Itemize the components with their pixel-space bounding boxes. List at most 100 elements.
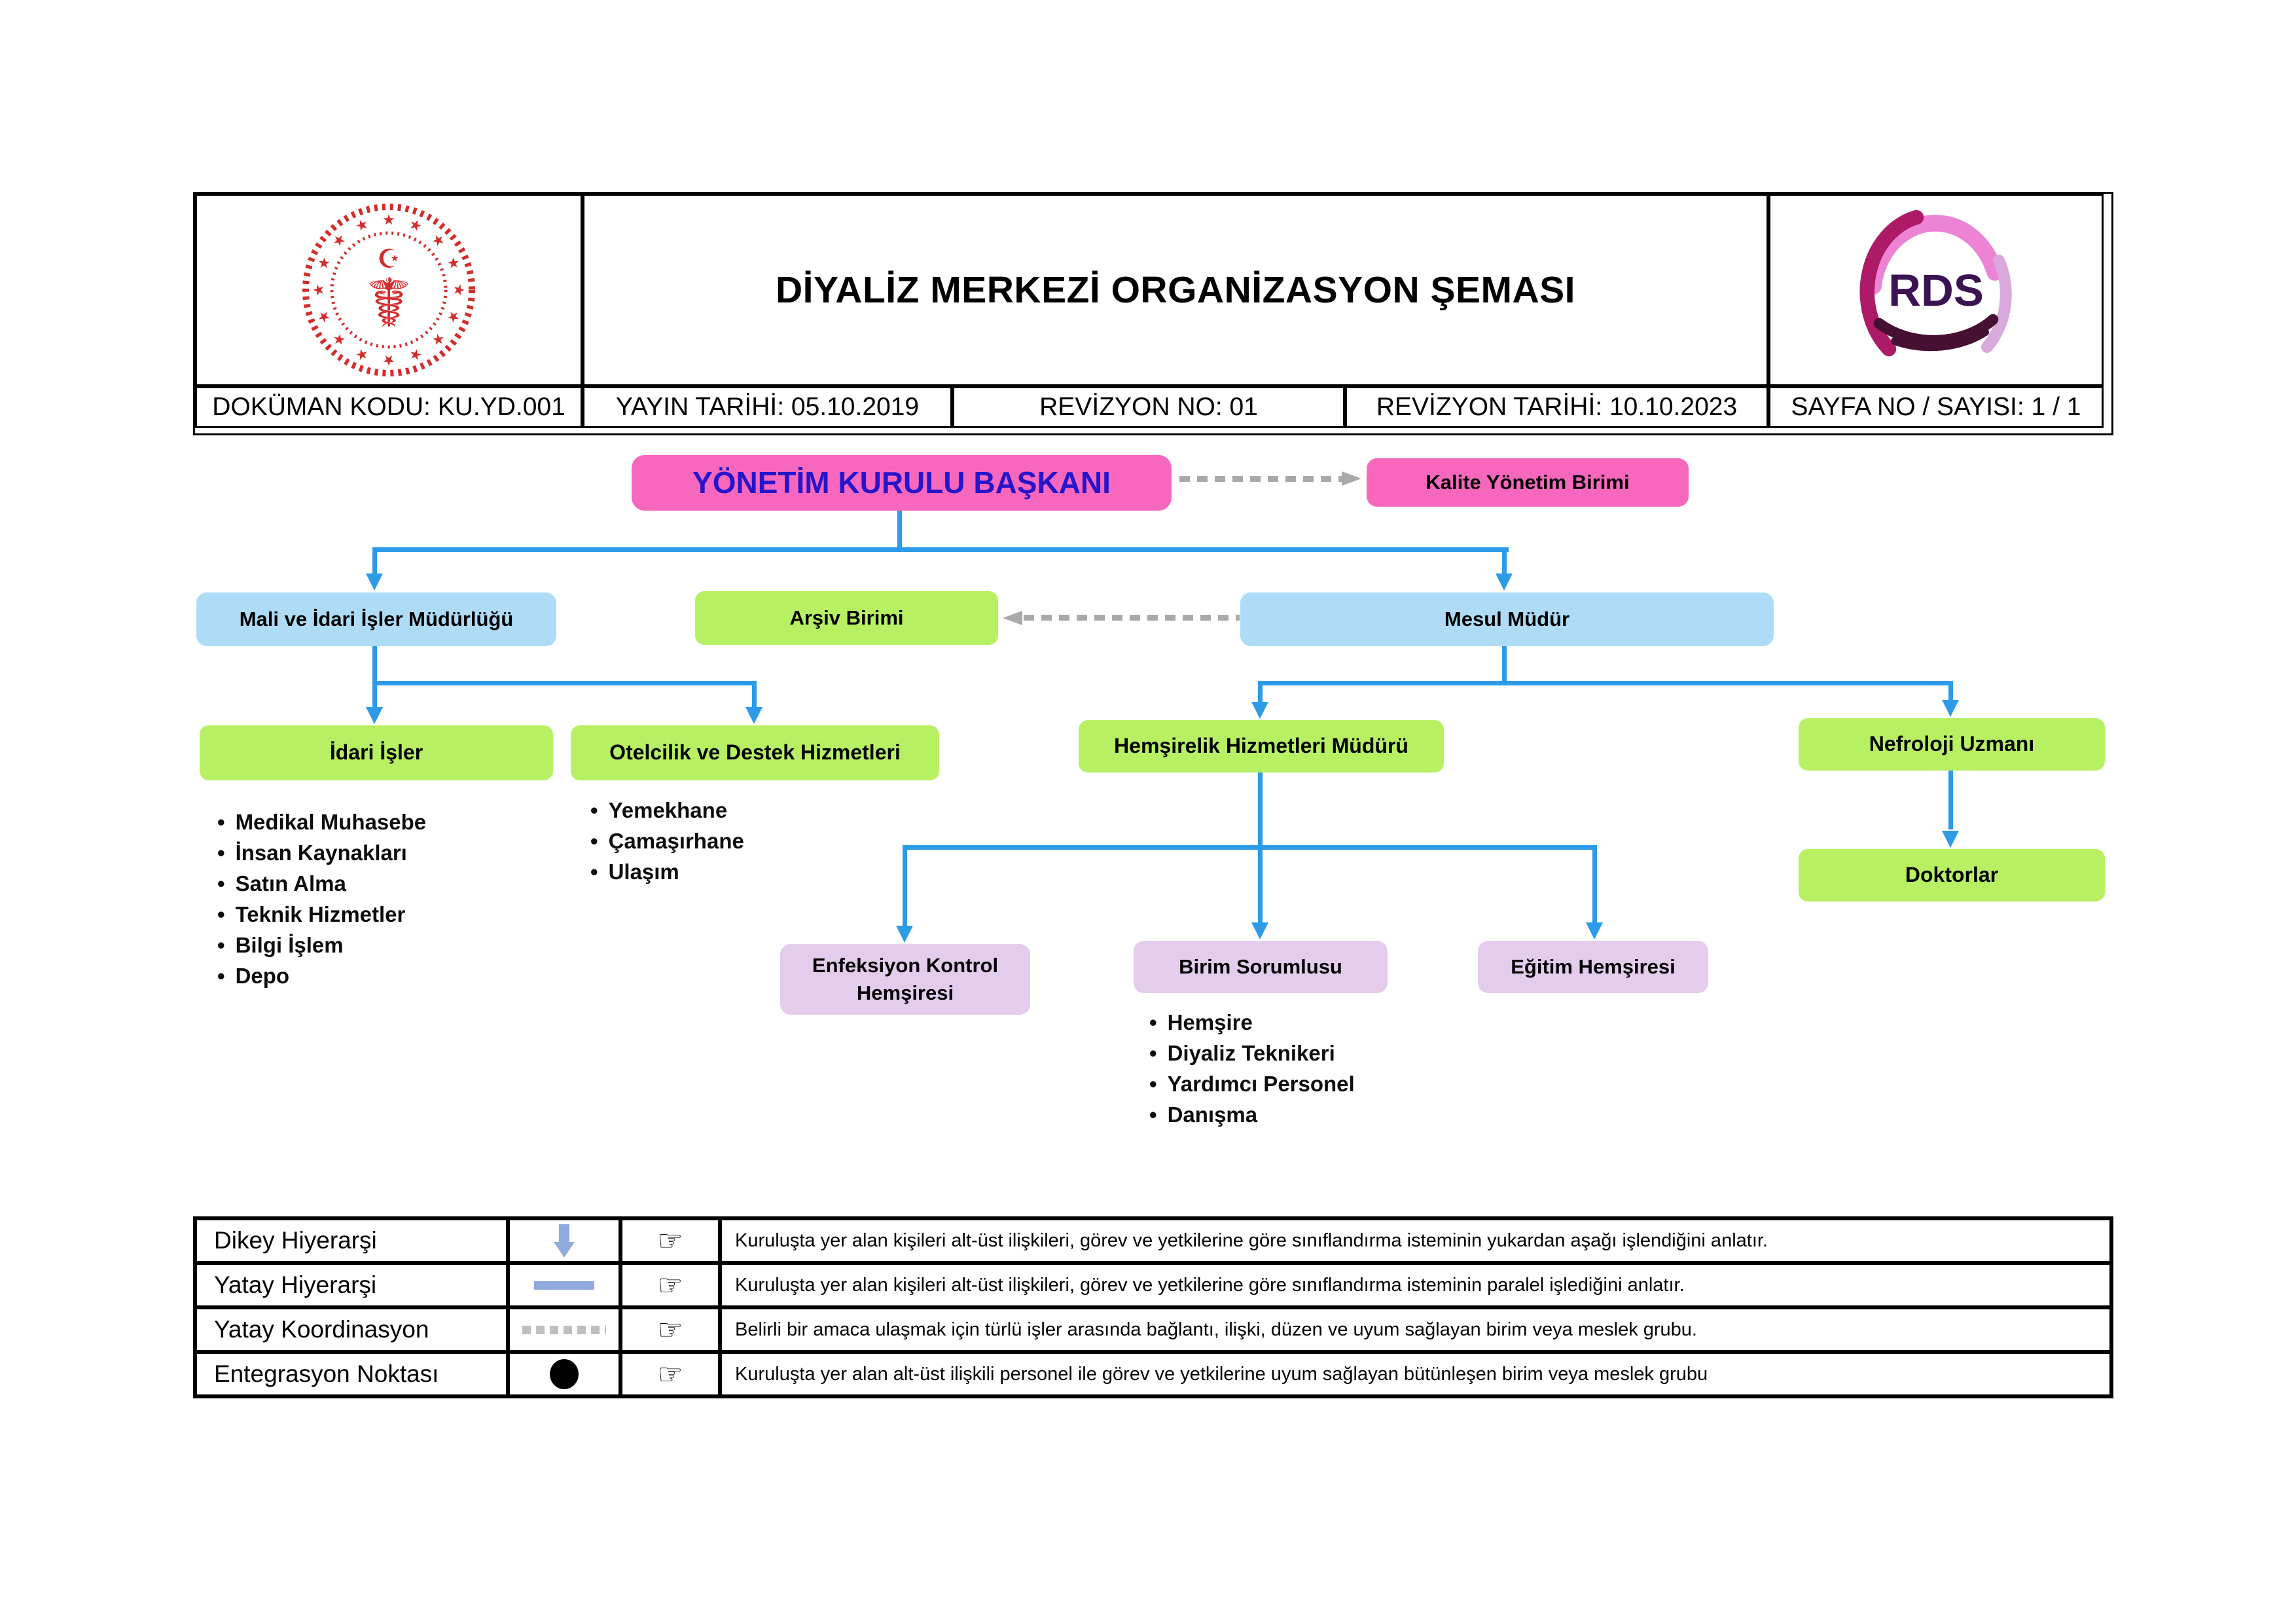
org-node-arsiv-birimi: Arşiv Birimi (695, 591, 998, 645)
list-item: Hemşire (1149, 1007, 1355, 1038)
connector-rail-2 (372, 681, 757, 685)
pointing-hand-icon: ☞ (657, 1357, 683, 1391)
connector-rail-1 (372, 547, 1509, 552)
connector-drop-mali (372, 547, 377, 573)
connector-drop-mesul (1502, 547, 1507, 573)
arrow-down-icon (1586, 922, 1603, 939)
list-item: Danışma (1149, 1099, 1355, 1130)
legend-symbol-cell (508, 1218, 620, 1263)
connector-ykb-stem (897, 511, 902, 550)
list-item: Diyaliz Teknikeri (1149, 1038, 1355, 1068)
horizontal-hierarchy-line-icon (534, 1281, 594, 1290)
svg-text:★: ★ (329, 230, 350, 251)
connector-mesul-stem (1502, 646, 1507, 683)
pointing-hand-icon: ☞ (657, 1268, 683, 1302)
connector-drop-nefroloji (1948, 681, 1953, 700)
connector-rail-3 (1258, 681, 1953, 685)
legend-symbol-cell (508, 1263, 620, 1307)
svg-text:★: ★ (443, 308, 463, 326)
idari-isler-sublist: Medikal Muhasebe İnsan Kaynakları Satın … (217, 807, 427, 991)
birim-sorumlusu-sublist: Hemşire Diyaliz Teknikeri Yardımcı Perso… (1149, 1007, 1355, 1130)
vertical-hierarchy-arrow-icon (554, 1224, 575, 1258)
legend-description: Belirli bir amaca ulaşmak için türlü işl… (720, 1307, 2111, 1352)
svg-text:★: ★ (353, 344, 371, 365)
connector-drop-birim (1258, 845, 1263, 922)
svg-text:★: ★ (314, 254, 334, 272)
list-item: Çamaşırhane (590, 826, 744, 856)
connector-rail-4 (903, 845, 1596, 850)
header-table: ★ ★ ★ ★ ★ ★ ★ ★ ★ ★ ★ ★ ★ ★ ★ ★ ☪ (193, 192, 2113, 435)
list-item: İnsan Kaynakları (217, 837, 426, 868)
org-node-yonetim-kurulu-baskani: YÖNETİM KURULU BAŞKANI (632, 455, 1172, 511)
legend-hand-cell: ☞ (620, 1263, 720, 1307)
rds-logo-cell: RDS (1768, 194, 2104, 386)
org-node-enfeksiyon-kontrol-hemsiresi: Enfeksiyon Kontrol Hemşiresi (780, 944, 1030, 1015)
legend-hand-cell: ☞ (620, 1307, 720, 1352)
list-item: Ulaşım (590, 856, 744, 887)
svg-text:★: ★ (406, 215, 425, 236)
ministry-logo-cell: ★ ★ ★ ★ ★ ★ ★ ★ ★ ★ ★ ★ ★ ★ ★ ★ ☪ (195, 194, 583, 386)
svg-text:★: ★ (314, 308, 334, 326)
svg-text:☪: ☪ (377, 244, 401, 274)
org-node-hemsirelik-hizmetleri-muduru: Hemşirelik Hizmetleri Müdürü (1079, 720, 1444, 773)
legend-table: Dikey Hiyerarşi ☞ Kuruluşta yer alan kiş… (193, 1216, 2113, 1398)
legend-description: Kuruluşta yer alan kişileri alt-üst iliş… (720, 1218, 2111, 1263)
legend-description: Kuruluşta yer alan alt-üst ilişkili pers… (720, 1352, 2111, 1396)
org-node-otelcilik-ve-destek: Otelcilik ve Destek Hizmetleri (571, 725, 939, 780)
org-node-birim-sorumlusu: Birim Sorumlusu (1134, 941, 1388, 993)
dashed-connector-ykb-kalite (1179, 476, 1342, 482)
svg-text:★: ★ (382, 352, 395, 368)
org-node-doktorlar: Doktorlar (1799, 849, 2105, 901)
list-item: Yemekhane (590, 795, 744, 826)
arrow-down-icon (366, 573, 383, 591)
connector-mali-stem (372, 646, 377, 683)
svg-text:★: ★ (353, 215, 371, 236)
pub-date-cell: YAYIN TARİHİ: 05.10.2019 (583, 386, 952, 428)
legend-description: Kuruluşta yer alan kişileri alt-üst iliş… (720, 1263, 2111, 1307)
pointing-hand-icon: ☞ (657, 1313, 683, 1347)
legend-symbol-cell (508, 1307, 620, 1352)
svg-text:★: ★ (382, 212, 395, 228)
org-node-kalite-yonetim-birimi: Kalite Yönetim Birimi (1367, 458, 1689, 507)
svg-text:★: ★ (406, 344, 425, 365)
org-node-mesul-mudur: Mesul Müdür (1240, 592, 1774, 646)
arrow-down-icon (1251, 702, 1268, 719)
org-node-egitim-hemsiresi: Eğitim Hemşiresi (1478, 941, 1708, 993)
connector-drop-idari (372, 681, 377, 707)
arrow-down-icon (745, 707, 762, 724)
connector-drop-enfeksiyon (903, 845, 907, 926)
legend-hand-cell: ☞ (620, 1352, 720, 1396)
doc-code-cell: DOKÜMAN KODU: KU.YD.001 (195, 386, 583, 428)
svg-text:★: ★ (311, 283, 327, 297)
arrow-right-icon (1342, 471, 1361, 486)
legend-label: Entegrasyon Noktası (195, 1352, 508, 1396)
legend-label: Yatay Koordinasyon (195, 1307, 508, 1352)
svg-text:★: ★ (329, 329, 350, 350)
connector-nefroloji-stem (1948, 771, 1953, 829)
arrow-down-icon (1251, 922, 1268, 939)
svg-text:★: ★ (450, 283, 467, 297)
pointing-hand-icon: ☞ (657, 1224, 683, 1258)
svg-text:★: ★ (443, 254, 463, 272)
list-item: Satın Alma (217, 868, 426, 899)
horizontal-coordination-dashed-icon (522, 1325, 606, 1334)
list-item: Teknik Hizmetler (217, 899, 426, 930)
legend-hand-cell: ☞ (620, 1218, 720, 1263)
list-item: Medikal Muhasebe (217, 807, 427, 837)
connector-hemsirelik-stem (1258, 773, 1263, 848)
list-item: Depo (217, 960, 426, 991)
rds-logo-text: RDS (1888, 265, 1984, 316)
arrow-left-icon (1003, 611, 1022, 625)
org-node-nefroloji-uzmani: Nefroloji Uzmanı (1799, 718, 2105, 771)
connector-drop-egitim (1592, 845, 1597, 922)
revision-date-cell: REVİZYON TARİHİ: 10.10.2023 (1345, 386, 1768, 428)
revision-no-cell: REVİZYON NO: 01 (952, 386, 1345, 428)
arrow-down-icon (1942, 700, 1959, 717)
arrow-down-icon (1496, 573, 1513, 591)
arrow-down-icon (896, 926, 913, 943)
page-no-cell: SAYFA NO / SAYISI: 1 / 1 (1768, 386, 2104, 428)
legend-symbol-cell (508, 1352, 620, 1396)
org-node-idari-isler: İdari İşler (200, 725, 553, 780)
arrow-down-icon (1942, 831, 1959, 848)
